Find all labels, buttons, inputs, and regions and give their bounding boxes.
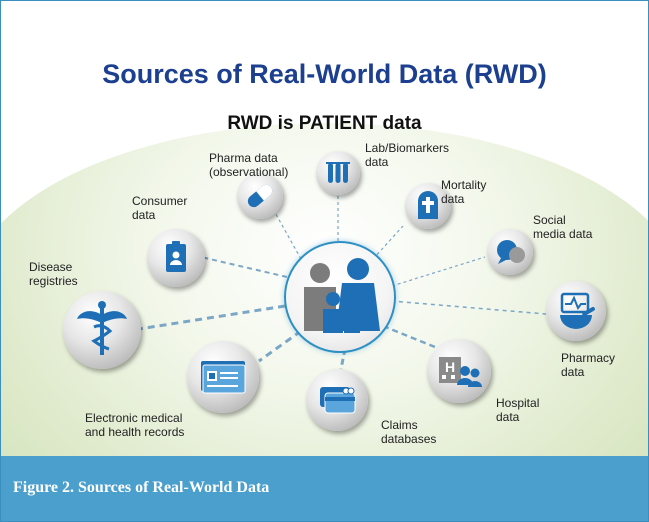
patient-family-center [284, 241, 396, 353]
connector-consumer [200, 256, 288, 278]
node-ehr [187, 341, 259, 413]
label-pharma: Pharma data (observational) [209, 151, 289, 179]
node-claims [306, 369, 368, 431]
pill-icon [247, 184, 273, 208]
node-pharmacy [546, 281, 606, 341]
label-lab: Lab/Biomarkers data [365, 141, 450, 169]
node-consumer [147, 229, 205, 287]
label-claims: Claims databases [381, 418, 437, 446]
node-disease [63, 291, 141, 369]
label-disease: Disease registries [29, 260, 78, 288]
node-social [487, 229, 533, 275]
label-social: Social media data [533, 213, 593, 241]
figure-subtitle: RWD is PATIENT data [227, 113, 422, 134]
connector-pharmacy [390, 300, 547, 315]
credit-card-icon [320, 387, 356, 414]
label-mortality: Mortality data [441, 178, 487, 206]
label-consumer: Consumer data [132, 194, 188, 222]
figure-title: Sources of Real-World Data (RWD) [102, 59, 547, 89]
mortar-pestle-icon [560, 292, 595, 329]
label-ehr: Electronic medical and health records [85, 411, 185, 439]
tombstone-cross-icon [418, 191, 438, 219]
node-lab [316, 151, 360, 195]
caduceus-icon [77, 301, 127, 355]
connector-mortality [372, 225, 404, 260]
connector-social [391, 256, 486, 287]
connector-ehr [258, 329, 302, 363]
node-hospital: H [427, 339, 491, 403]
id-badge-icon [166, 241, 186, 272]
test-tubes-icon [326, 162, 350, 183]
label-hospital: Hospital data [496, 396, 540, 424]
caption-bar [1, 456, 648, 521]
figure-caption: Figure 2. Sources of Real-World Data [13, 479, 270, 496]
node-mortality [405, 183, 451, 229]
connector-disease [138, 304, 286, 331]
label-pharmacy: Pharmacy data [561, 351, 616, 379]
hospital-people-icon: H [439, 357, 482, 387]
speech-bubbles-icon [497, 240, 525, 264]
file-folder-icon [201, 361, 246, 394]
svg-text:H: H [445, 359, 455, 375]
family-icon [304, 258, 380, 333]
node-pharma [237, 173, 283, 219]
